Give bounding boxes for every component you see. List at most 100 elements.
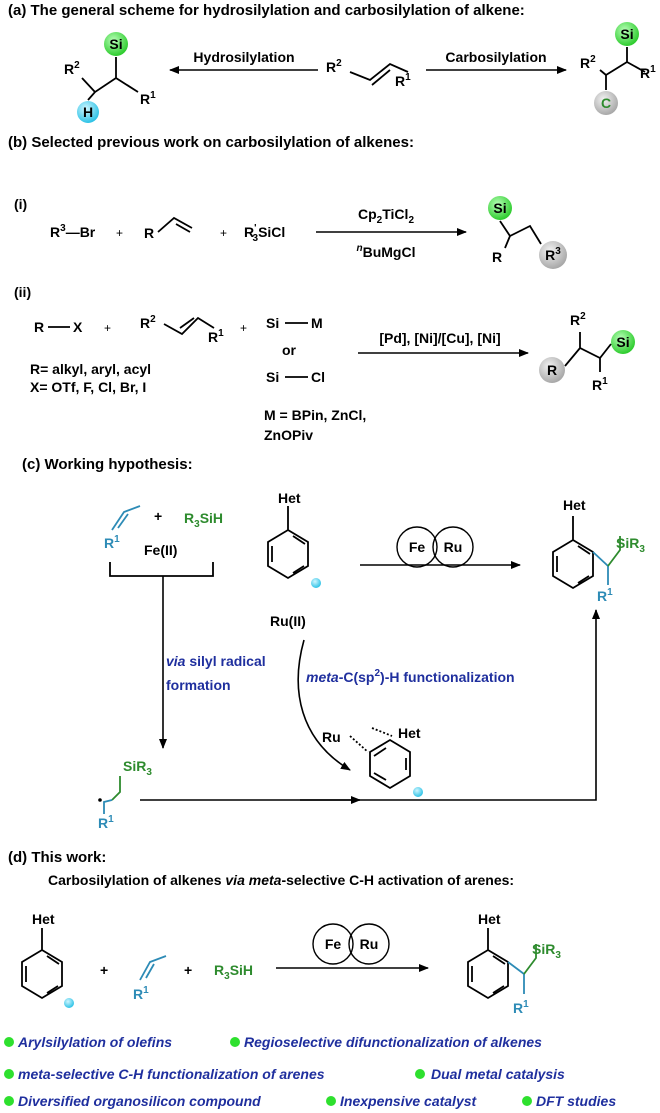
het-arene-d: Het [21,911,74,1008]
label-ii: (ii) [14,284,31,300]
x-definition: X= OTf, F, Cl, Br, I [30,379,146,395]
svg-text:R: R [492,249,502,265]
svg-text:R1: R1 [208,328,224,345]
r3-label: R3 [545,246,561,263]
m-definition: M = BPin, ZnCl, [264,407,366,423]
svg-text:SiR3: SiR3 [616,535,645,555]
c-label: C [601,95,611,111]
plus-sign: + [184,962,192,978]
reagent-nbumgcl: nBuMgCl [357,243,416,260]
c-highlight [594,91,618,115]
r2-label: R2 [580,54,596,71]
plus-sign: + [116,226,123,240]
svg-text:Si: Si [266,315,279,331]
rx-x: X [73,319,83,335]
plus-sign: + [220,226,227,240]
si-highlight [104,32,128,56]
h-label: H [83,104,93,120]
carbosilylation-product: Si C R2 R1 [580,22,656,115]
svg-text:Ru: Ru [322,729,341,745]
section-d-title: (d) This work: [8,849,106,866]
label-i: (i) [14,196,27,212]
svg-text:Het: Het [478,911,501,927]
si-label: Si [109,36,122,52]
svg-text:M: M [311,315,323,331]
ru-ii-label: Ru(II) [270,613,306,629]
internal-alkene: R2 R1 [140,314,224,345]
svg-text:Fe: Fe [409,539,426,555]
svg-text:Het: Het [563,497,586,513]
svg-text:SiR3: SiR3 [123,758,152,778]
r3sicl: R'3SiCl [244,223,285,244]
svg-text:Si: Si [266,369,279,385]
rx-r: R [34,319,44,335]
ru-curved-arrow [297,639,351,771]
section-b-title: (b) Selected previous work on carbosilyl… [8,134,414,151]
svg-text:R1: R1 [104,534,120,551]
dual-cycle-d: Fe Ru [312,923,390,965]
via-silyl-radical: via silyl radical [166,653,266,669]
section-c-title: (c) Working hypothesis: [22,456,193,473]
svg-text:R2: R2 [140,314,156,331]
product-ii: R Si R2 R1 [539,311,635,393]
product-d: Het SiR3 R1 [467,911,561,1016]
plus-sign: + [240,321,247,335]
feature-bullets: Arylsilylation of olefins Regioselective… [4,1034,616,1109]
h-highlight [77,101,99,123]
svg-text:R1: R1 [513,999,529,1016]
alkene-reagent-c: R1 [104,505,141,551]
r1-label: R1 [640,64,656,81]
bullet-item: Regioselective difunctionalization of al… [244,1034,542,1050]
svg-text:Het: Het [32,911,55,927]
r-definition: R= alkyl, aryl, acyl [30,361,151,377]
hydrosilylation-label: Hydrosilylation [193,49,294,65]
terminal-alkene: R [144,216,193,241]
svg-text:R1: R1 [592,376,608,393]
hydrosilylation-product: Si H R2 R1 [64,32,156,123]
svg-text:R: R [144,225,154,241]
catalysts-ii: [Pd], [Ni]/[Cu], [Ni] [379,330,500,346]
catalyst-cp2ticl2: Cp2TiCl2 [358,206,414,226]
alkene-d: R1 [133,955,167,1002]
svg-text:Ru: Ru [360,936,379,952]
svg-text:R: R [547,362,557,378]
svg-text:Si: Si [493,200,506,216]
plus-sign: + [154,508,162,524]
svg-text:Fe: Fe [325,936,342,952]
carbosilylation-label: Carbosilylation [445,49,546,65]
meta-functionalization-label: meta-C(sp2)-H functionalization [306,668,515,685]
svg-text:R1: R1 [597,587,613,604]
svg-text:Cl: Cl [311,369,325,385]
silyl-reagents: Si M or Si Cl [266,315,325,385]
svg-text:Ru: Ru [444,539,463,555]
bullet-item: Inexpensive catalyst [340,1093,478,1109]
r1-label: R1 [395,72,411,89]
silyl-radical: SiR3 R1 [98,758,152,831]
svg-text:R2: R2 [570,311,586,328]
svg-text:R1: R1 [98,814,114,831]
section-a-title: (a) The general scheme for hydrosilylati… [8,2,525,19]
bullet-item: Dual metal catalysis [431,1066,565,1082]
svg-text:or: or [282,342,297,358]
bullet-item: Diversified organosilicon compound [18,1093,261,1109]
r2-label: R2 [326,58,342,75]
svg-text:Het: Het [398,725,421,741]
m-definition-2: ZnOPiv [264,427,313,443]
bullet-item: meta-selective C-H functionalization of … [18,1066,325,1082]
ruthenacycle: Ru Het [322,725,423,797]
bullet-item: Arylsilylation of olefins [17,1034,172,1050]
r3sih-d: R3SiH [214,962,253,982]
alkene-substrate: R2 R1 [326,58,411,89]
combining-bracket [109,562,214,577]
product-i: Si R3 R [488,196,567,269]
svg-text:SiR3: SiR3 [532,941,561,961]
plus-sign: + [100,962,108,978]
plus-sign: + [104,321,111,335]
het-arene-c: Het [267,490,321,588]
r1-label: R1 [140,90,156,107]
svg-text:Si: Si [616,334,629,350]
dual-cycle-c: Fe Ru [396,526,474,568]
product-c: Het SiR3 R1 [552,497,645,604]
svg-text:Het: Het [278,490,301,506]
